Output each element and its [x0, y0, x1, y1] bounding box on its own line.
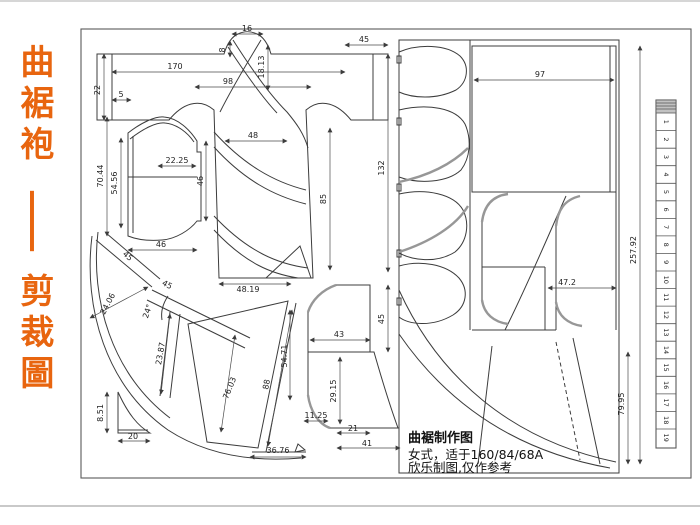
ruler-number: 1: [662, 120, 670, 124]
notes-line3: 欣乐制图,仅作参考: [408, 460, 512, 475]
dim-top-8: 8: [218, 47, 227, 52]
scale-ruler: 1 2 3 4 5 6 7 8 9 10 11 12 13 14 15 16 1…: [655, 99, 677, 449]
side-title-dash: ——: [13, 189, 54, 249]
dim-left-170: 170: [167, 62, 182, 71]
ruler-cap-hatch: [656, 102, 676, 110]
ruler-number: 13: [662, 328, 670, 336]
dim-torso-48: 48: [248, 131, 258, 140]
top-divider: [0, 0, 700, 2]
ruler-number: 11: [662, 293, 670, 301]
seam-dashed-line: [555, 341, 581, 461]
dim-layout-47-2: 47.2: [558, 278, 576, 287]
dim-fan-88: 88: [261, 379, 272, 391]
ruler-number: 7: [662, 225, 670, 229]
dim-fan-angle: 24°: [141, 303, 154, 319]
ruler-number: 4: [662, 172, 670, 176]
ruler-cell-lines: [656, 130, 676, 430]
ruler-numbers: 1 2 3 4 5 6 7 8 9 10 11 12 13 14 15 16 1…: [662, 120, 670, 442]
dim-left-22: 22: [93, 85, 102, 95]
ruler-number: 12: [662, 311, 670, 319]
dim-collar-29-15: 29.15: [329, 380, 338, 403]
dim-layout-257-92: 257.92: [629, 236, 638, 264]
drawing-frame: [80, 28, 692, 479]
dim-sleeve-54-56: 54.56: [110, 172, 119, 195]
side-title: 曲裾袍 —— 剪裁圖: [8, 44, 58, 396]
piece-top-garment: [96, 31, 389, 279]
dim-torso-85: 85: [319, 194, 328, 204]
dim-sleeve-46-right: 46: [196, 176, 205, 186]
dim-collar-21: 21: [348, 424, 358, 433]
dim-fan-45b: 45: [161, 278, 174, 291]
dimension-lines: [89, 31, 643, 465]
bottom-divider: [0, 505, 700, 507]
dim-fan-23-87: 23.87: [154, 342, 167, 366]
piece-triangle: [117, 391, 152, 434]
ruler-number: 2: [662, 137, 670, 141]
ruler-number: 16: [662, 381, 670, 389]
dim-fan-45a: 45: [121, 249, 135, 263]
piece-skirt-fan: [89, 231, 307, 460]
notes-block: 曲裾制作图 女式，适于160/84/68A 欣乐制图,仅作参考: [408, 430, 544, 475]
ruler-number: 19: [662, 434, 670, 442]
ruler-number: 3: [662, 155, 670, 159]
dim-collar-41: 41: [362, 439, 372, 448]
dim-collar-45: 45: [377, 314, 386, 324]
ruler-number: 5: [662, 190, 670, 194]
dim-top-16: 16: [242, 24, 252, 33]
dim-left-5: 5: [118, 90, 123, 99]
dim-torso-48-19: 48.19: [237, 285, 260, 294]
layout-panel: [396, 39, 620, 474]
dim-collar-43: 43: [334, 330, 344, 339]
ruler-number: 8: [662, 243, 670, 247]
ruler-number: 9: [662, 260, 670, 264]
side-title-part1: 曲裾袍: [13, 44, 54, 167]
dim-layout-97: 97: [535, 70, 545, 79]
dim-sleeve-70-44: 70.44: [96, 165, 105, 188]
dim-sleeve-22-25: 22.25: [166, 156, 189, 165]
dim-top-18-13: 18.13: [257, 56, 266, 79]
dim-top-45: 45: [359, 35, 369, 44]
ruler-number: 18: [662, 416, 670, 424]
ruler-number: 17: [662, 398, 670, 406]
side-title-part2: 剪裁圖: [13, 273, 54, 396]
dim-fan-36-76: 36.76: [267, 446, 290, 455]
dim-collar-11-25: 11.25: [305, 411, 328, 420]
ruler-frame: [655, 99, 677, 449]
ruler-number: 14: [662, 346, 670, 354]
dim-collar-54-71: 54.71: [280, 345, 289, 368]
dim-tri-8-51: 8.51: [96, 404, 105, 422]
dim-sleeve-46-bottom: 46: [156, 240, 166, 249]
ruler-cap: [655, 99, 677, 114]
notes-line1: 曲裾制作图: [408, 430, 473, 446]
piece-sleeve: [127, 116, 202, 241]
dim-torso-132: 132: [377, 160, 386, 175]
ruler-number: 6: [662, 208, 670, 212]
ruler-number: 15: [662, 363, 670, 371]
dim-layout-79-95: 79.95: [617, 393, 626, 416]
dim-tri-20: 20: [128, 432, 138, 441]
notes-line2: 女式，适于160/84/68A: [408, 447, 544, 462]
piece-collar-band: [306, 283, 399, 430]
ruler-number: 10: [662, 276, 670, 284]
dim-left-98: 98: [223, 77, 233, 86]
dim-fan-76-03: 76.03: [221, 376, 238, 401]
